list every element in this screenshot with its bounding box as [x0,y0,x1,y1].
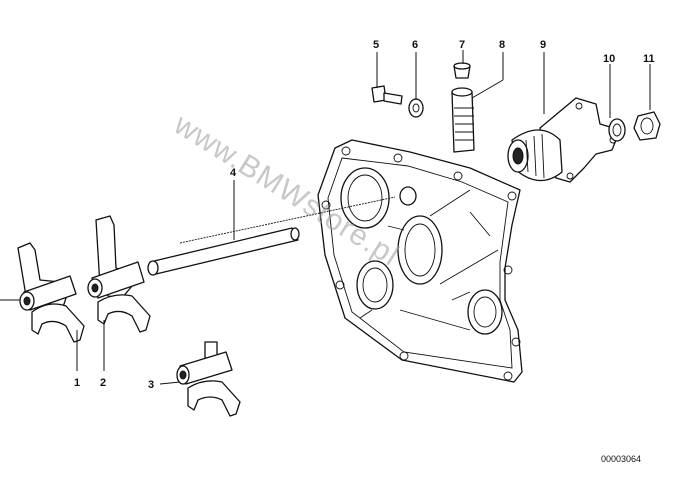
callout-9: 9 [540,39,546,51]
bolt-5 [371,85,403,105]
selector-shaft [147,196,396,276]
shim-10 [608,118,626,142]
callout-2: 2 [100,377,106,389]
callout-8: 8 [499,39,505,51]
callout-4: 4 [230,167,237,179]
reference-number: 00003064 [601,454,641,464]
callout-10: 10 [603,53,615,65]
callout-1: 1 [74,377,80,389]
housing-cover [317,139,523,383]
callout-7: 7 [459,39,465,51]
shift-fork-2 [87,215,151,333]
seal-7 [453,62,471,79]
shift-fork-1 [0,242,85,343]
leader-lines [76,50,651,385]
callout-11: 11 [643,53,655,65]
washer-6 [408,98,424,118]
shift-fork-3 [176,341,241,417]
flange-9 [507,97,621,183]
callout-5: 5 [373,39,379,51]
callout-6: 6 [412,39,418,51]
drive-gear-8 [451,87,475,153]
callout-3: 3 [148,379,154,391]
nut-11 [633,111,661,141]
